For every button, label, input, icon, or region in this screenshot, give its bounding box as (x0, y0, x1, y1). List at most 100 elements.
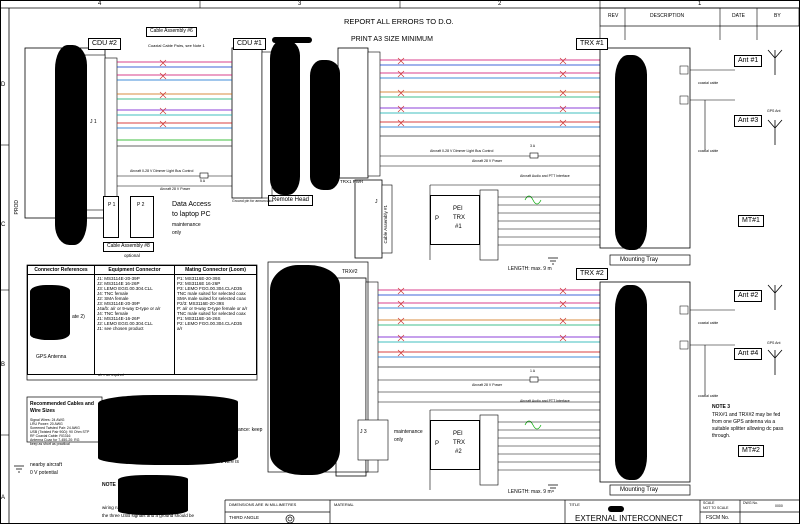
mating-connector-item: P2: LEMO FGG.00.304.CLAD35 (177, 321, 243, 326)
redaction-mark (608, 506, 624, 512)
code-value: 0000 (775, 504, 783, 508)
fuse-1a: 1 A (530, 369, 536, 373)
third-angle-label: THIRD ANGLE (229, 515, 260, 520)
material-label: MATERIAL (334, 502, 354, 507)
legend-ground-2: 0 V potential (30, 470, 58, 476)
zone-d: D (1, 82, 6, 88)
aircraft-28v-label-1: Aircraft 28 V Power (472, 159, 503, 163)
mt2-label: MT#2 (738, 445, 764, 457)
gps-ant-label-1: GPS Ant (767, 109, 781, 113)
optional-note: optional (124, 253, 140, 258)
description-header: DESCRIPTION (650, 13, 685, 19)
center-j: J (375, 199, 378, 205)
wire-table-title-2: Wire Sizes (30, 408, 55, 414)
wire-size-item: RF Coaxial Cable: RG316 (30, 434, 71, 438)
drawing-title: EXTERNAL INTERCONNECT (575, 514, 683, 523)
aircraft-28v-label-2: Aircraft 28 V Power (472, 383, 503, 387)
remote-head-label: Remote Head (268, 195, 314, 206)
equipment-connector-item: J1: see chosen product (97, 326, 144, 331)
equipment-connector-item: J2: LEMO EGG.00.304.CLL (97, 321, 153, 326)
ant3-label: Ant #3 (734, 115, 763, 127)
cable-assembly-vertical: Cable Assembly #1 (383, 205, 388, 244)
trx1-pwr-label: TRX1 PWR (340, 179, 364, 184)
zone-c: C (1, 222, 6, 228)
redaction-mark (118, 475, 188, 515)
equipment-connector-item: J3: LEMO EGG.00.304.CLL (97, 286, 153, 291)
dims-note: DIMENSIONS ARE IN MILLIMETRES (229, 502, 297, 507)
mating-connector-item: TNC male suited for selected coax (177, 291, 246, 296)
note3-line-1: TRX#1 and TRX#2 may be fed (712, 412, 781, 418)
trx2-label: TRX #2 (576, 268, 608, 280)
equipment-connector-item: J2: MS3114E 16-26P (97, 281, 140, 286)
date-header: DATE (732, 13, 745, 19)
zone-3: 3 (298, 1, 302, 7)
equipment-connector-item: J1: MS3114E-20-39P (97, 276, 140, 281)
redaction-mark (310, 60, 340, 190)
dimmer-bus-label-2: Aircraft 0-28 V Dimmer Light Bus Control (430, 149, 494, 153)
cdu2-label: CDU #2 (88, 38, 121, 50)
fuse-5a: 5 A (200, 179, 206, 183)
mating-connector-item: P2: MS3116E 16-26P (177, 281, 221, 286)
note3-line-3: suitable splitter allowing dc pass (712, 426, 784, 432)
wire-size-item: Antenna Coax for 7-450-20: RG (30, 438, 80, 442)
equipment-connector-item: J1: MS3114E-16-26P (97, 316, 140, 321)
redaction-mark (615, 285, 647, 480)
wire-table-title-1: Recommended Cables and (30, 401, 94, 407)
coax-label-4: coaxial cable (698, 394, 719, 398)
cdu1-label: CDU #1 (233, 38, 266, 50)
mating-connector-item: P1: MS3116E-20-39S (177, 276, 221, 281)
note3-line-4: through. (712, 433, 731, 439)
wire-size-item: Screened Twisted Pair: 24 AWG (30, 426, 80, 430)
ref-footnote: a/r = as required (98, 373, 124, 377)
print-size-note: PRINT A3 SIZE MINIMUM (351, 36, 433, 43)
note-keep-fragment: ance: keep (238, 427, 263, 433)
mating-connector-item: P2/3: MS3116E-20-39S (177, 301, 225, 306)
rev-header: REV (608, 13, 619, 19)
redaction-mark (30, 285, 70, 340)
scale-value: NOT TO SCALE (703, 506, 729, 510)
redaction-mark (98, 395, 238, 465)
ant4-label: Ant #4 (734, 348, 763, 360)
zone-2: 2 (498, 1, 502, 7)
ref-col-header-2: Equipment Connector (94, 265, 175, 275)
ground-annunciator-label: Ground pin for annunciator (232, 199, 274, 203)
redaction-mark (270, 265, 340, 475)
center-j3: J 3 (360, 429, 367, 435)
dimmer-bus-label-1: Aircraft 0-28 V Dimmer Light Bus Control (130, 169, 194, 173)
coax-label-2: coaxial cable (698, 149, 719, 153)
mounting-tray-1: Mounting Tray (620, 257, 659, 263)
audio-ptt-label-2: Aircraft Audio and PTT Interface (520, 399, 570, 403)
redaction-mark (270, 40, 300, 195)
legend-ground-1: nearby aircraft (30, 462, 62, 468)
mt1-label: MT#1 (738, 215, 764, 227)
p1-connector: P 1 (103, 196, 119, 238)
pei-trx1-box: P PEI TRX #1 (430, 195, 480, 245)
equipment-connector-item: J3: MS3114E-20-39P (97, 301, 140, 306)
mating-connector-item: a/r (177, 326, 183, 331)
zone-a: A (1, 495, 6, 501)
zone-4: 4 (98, 1, 102, 7)
mating-connector-item: SMA male suited for selected coax (177, 296, 247, 301)
aircraft-28v-label-3: Aircraft 28 V Power (160, 187, 191, 191)
ref-col-header-3: Mating Connector (Loom) (174, 265, 257, 275)
p2-connector: P 2 (130, 196, 154, 238)
data-access-title: Data Access (172, 201, 211, 208)
note3-line-2: from one GPS antenna via a (712, 419, 776, 425)
redaction-mark (615, 55, 647, 250)
report-errors-note: REPORT ALL ERRORS TO D.O. (344, 17, 454, 26)
fuse-3a: 3 A (530, 144, 536, 148)
note3-title: NOTE 3 (712, 404, 731, 410)
zone-b: B (1, 362, 6, 368)
length-max-2: LENGTH: max. 9 m (508, 489, 552, 495)
maintenance-note: maintenance (172, 222, 201, 228)
equipment-connector-item: J4a/b: a/r or 9-way D-type or a/r (97, 306, 161, 311)
coax-pairs-note: Coaxial Cable Pairs, see Note 1 (148, 43, 205, 48)
cdu2-j1: J 1 (90, 119, 97, 125)
redaction-mark (272, 37, 312, 43)
coax-label-1: coaxial cable (698, 81, 719, 85)
mating-connector-item: TNC male suited for selected coax (177, 311, 246, 316)
coax-label-3: coaxial cable (698, 321, 719, 325)
